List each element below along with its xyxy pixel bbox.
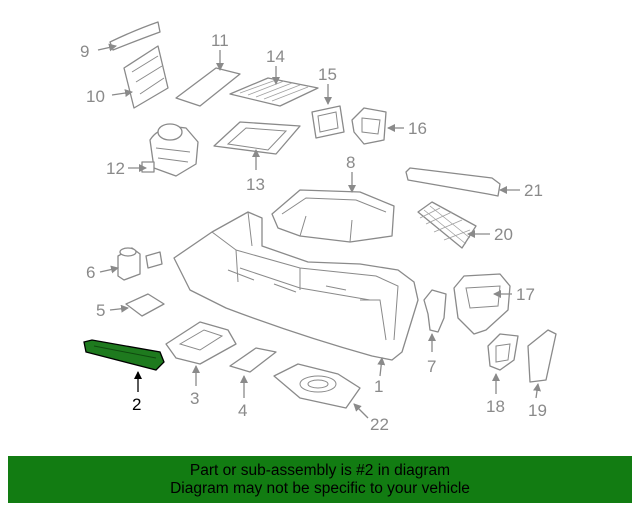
callout-20[interactable]: 20 [494, 225, 513, 244]
part-16[interactable] [351, 107, 387, 145]
callout-5[interactable]: 5 [96, 301, 105, 320]
callout-18[interactable]: 18 [486, 397, 505, 416]
part-20[interactable] [417, 201, 477, 249]
part-22[interactable] [273, 363, 361, 409]
callout-labels: 9 10 11 14 15 16 12 13 8 21 20 6 5 17 7 … [80, 31, 547, 434]
callout-3[interactable]: 3 [190, 389, 199, 408]
callout-22[interactable]: 22 [370, 415, 389, 434]
part-17[interactable] [453, 273, 511, 335]
part-3[interactable] [165, 321, 237, 365]
part-9[interactable] [109, 21, 161, 51]
callout-19[interactable]: 19 [528, 401, 547, 420]
leader-lines [97, 43, 541, 419]
callout-1[interactable]: 1 [374, 377, 383, 396]
parts-diagram: 9 10 11 14 15 16 12 13 8 21 20 6 5 17 7 … [80, 21, 557, 434]
part-5[interactable] [125, 293, 165, 317]
part-19[interactable] [527, 329, 557, 383]
part-11[interactable] [175, 67, 241, 107]
callout-13[interactable]: 13 [246, 175, 265, 194]
callout-21[interactable]: 21 [524, 181, 543, 200]
callout-9[interactable]: 9 [80, 42, 89, 61]
callout-7[interactable]: 7 [427, 357, 436, 376]
part-15[interactable] [311, 105, 345, 139]
callout-11[interactable]: 11 [211, 31, 229, 50]
part-8[interactable] [271, 189, 395, 243]
callout-6[interactable]: 6 [86, 263, 95, 282]
callout-2[interactable]: 2 [132, 395, 141, 414]
info-banner: Part or sub-assembly is #2 in diagram Di… [8, 456, 632, 503]
callout-14[interactable]: 14 [266, 47, 285, 66]
part-2-highlighted[interactable] [83, 339, 165, 371]
part-21[interactable] [405, 167, 501, 197]
part-4[interactable] [229, 347, 277, 373]
part-12[interactable] [141, 123, 199, 177]
part-1[interactable] [173, 211, 419, 361]
part-14[interactable] [229, 77, 319, 107]
banner-line-part: Part or sub-assembly is #2 in diagram [189, 461, 451, 479]
callout-12[interactable]: 12 [106, 159, 125, 178]
part-18[interactable] [487, 333, 519, 371]
callout-15[interactable]: 15 [318, 65, 337, 84]
callout-17[interactable]: 17 [516, 285, 535, 304]
part-6[interactable] [117, 247, 163, 281]
callout-8[interactable]: 8 [346, 153, 355, 172]
callout-4[interactable]: 4 [238, 401, 247, 420]
part-10[interactable] [123, 45, 169, 109]
banner-line-disclaimer: Diagram may not be specific to your vehi… [170, 479, 470, 497]
callout-10[interactable]: 10 [86, 87, 105, 106]
part-7[interactable] [423, 289, 447, 333]
part-13[interactable] [213, 121, 301, 155]
callout-16[interactable]: 16 [408, 119, 427, 138]
